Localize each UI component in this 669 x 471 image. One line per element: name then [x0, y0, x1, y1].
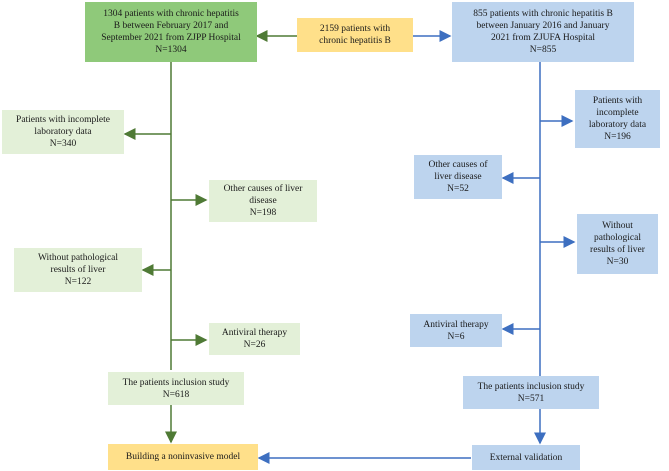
right-excl-3-line-1: Without [602, 221, 633, 231]
left-excl-3-count: N=122 [64, 277, 92, 287]
right-exclusion-no-pathology: Without pathological results of liver N=… [577, 214, 658, 274]
right-cohort-line-2: between January 2016 and January [476, 21, 610, 31]
right-excl-4-count: N=6 [447, 331, 465, 342]
right-exclusion-other-causes: Other causes of liver disease N=52 [414, 155, 502, 199]
left-cohort-box: 1304 patients with chronic hepatitis B b… [85, 2, 257, 62]
model-building-label: Building a noninvasive model [125, 452, 241, 462]
right-excl-2-count: N=52 [447, 184, 469, 194]
right-excl-2-line-2: liver disease [434, 172, 482, 182]
model-building-box: Building a noninvasive model [108, 444, 258, 470]
right-excl-1-line-3: laboratory data [588, 120, 647, 130]
left-excl-1-line-2: laboratory data [34, 127, 92, 137]
total-line-1: 2159 patients with [319, 24, 391, 34]
left-excl-2-line-1: Other causes of liver [223, 184, 303, 194]
left-excl-2-count: N=198 [249, 208, 277, 218]
left-cohort-line-1: 1304 patients with chronic hepatitis [103, 9, 239, 19]
right-cohort-count: N=855 [529, 45, 557, 55]
external-validation-box: External validation [472, 445, 580, 470]
right-excl-1-line-1: Patients with [592, 96, 643, 106]
right-cohort-line-3: 2021 from ZJUFA Hospital [490, 33, 596, 43]
right-included-label: The patients inclusion study [477, 381, 585, 392]
left-cohort-line-3: September 2021 from ZJPP Hospital [101, 33, 241, 43]
left-excl-1-line-1: Patients with incomplete [16, 115, 110, 125]
left-included-label: The patients inclusion study [122, 377, 230, 388]
right-exclusion-antiviral: Antiviral therapy N=6 [410, 314, 502, 347]
right-exclusion-incomplete-data: Patients with incomplete laboratory data… [575, 90, 660, 148]
left-included-count: N=618 [162, 389, 190, 400]
left-excl-1-count: N=340 [49, 139, 77, 149]
left-excl-3-line-2: results of liver [50, 265, 106, 275]
external-validation-label: External validation [489, 452, 563, 463]
right-cohort-box: 855 patients with chronic hepatitis B be… [452, 2, 634, 62]
left-cohort-count: N=1304 [155, 45, 187, 55]
right-excl-3-line-3: results of liver [590, 245, 645, 255]
left-included-box: The patients inclusion study N=618 [108, 372, 244, 405]
left-exclusion-no-pathology: Without pathological results of liver N=… [14, 248, 142, 292]
left-exclusion-incomplete-data: Patients with incomplete laboratory data… [2, 110, 124, 154]
right-excl-1-count: N=196 [604, 132, 631, 142]
right-excl-2-line-1: Other causes of [428, 160, 488, 170]
left-excl-2-line-2: disease [249, 196, 277, 206]
right-excl-3-count: N=30 [606, 257, 629, 267]
left-excl-4-count: N=26 [243, 340, 266, 350]
left-exclusion-other-causes: Other causes of liver disease N=198 [209, 180, 317, 222]
total-line-2: chronic hepatitis B [319, 36, 391, 46]
right-cohort-line-1: 855 patients with chronic hepatitis B [473, 9, 613, 19]
left-exclusion-antiviral: Antiviral therapy N=26 [209, 323, 300, 355]
right-included-count: N=571 [517, 393, 545, 404]
right-excl-4-line-1: Antiviral therapy [423, 319, 489, 330]
left-excl-4-line-1: Antiviral therapy [221, 328, 288, 338]
right-excl-1-line-2: incomplete [596, 108, 639, 118]
total-patients-box: 2159 patients with chronic hepatitis B [297, 18, 413, 52]
right-included-box: The patients inclusion study N=571 [463, 376, 599, 409]
right-excl-3-line-2: pathological [594, 233, 641, 243]
left-excl-3-line-1: Without pathological [37, 253, 119, 263]
left-cohort-line-2: B between February 2017 and [113, 21, 229, 31]
